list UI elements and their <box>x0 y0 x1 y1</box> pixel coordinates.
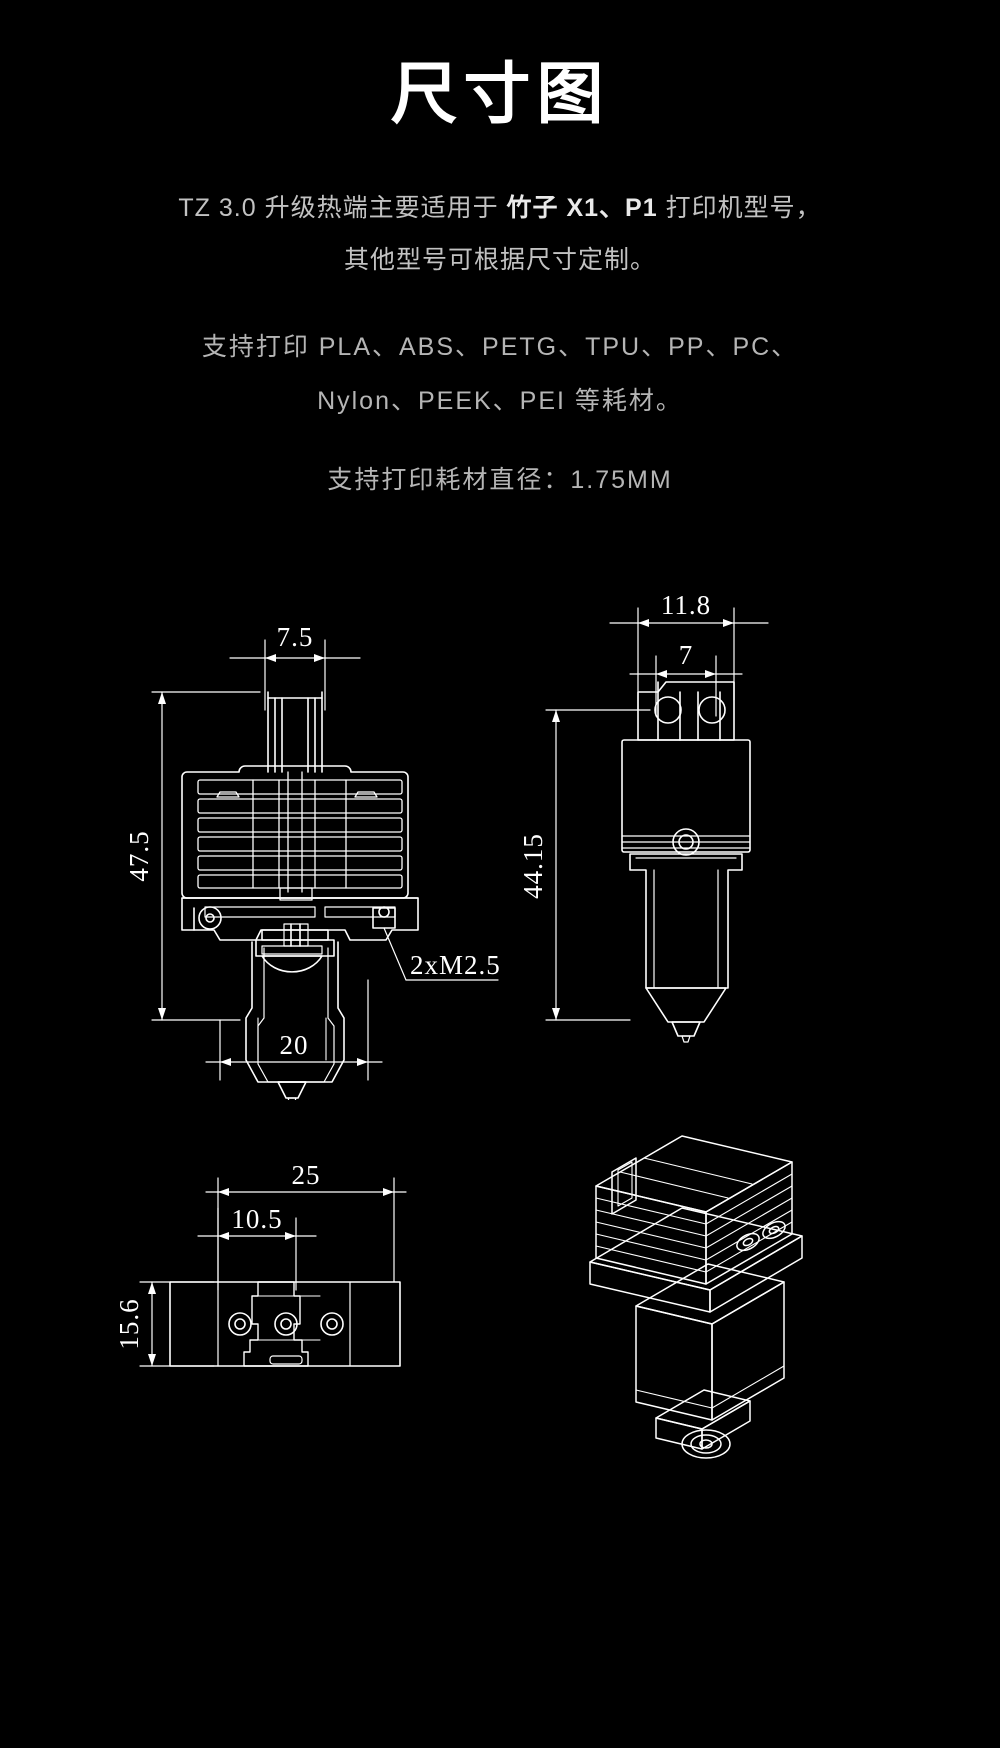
desc-line3: 支持打印 PLA、ABS、PETG、TPU、PP、PC、 <box>201 333 799 361</box>
desc-line1-pre: TZ 3.0 升级热端主要适用于 <box>178 194 507 222</box>
description-filament-diameter: 支持打印耗材直径：1.75MM <box>0 458 1000 502</box>
description-compatibility: TZ 3.0 升级热端主要适用于 竹子 X1、P1 打印机型号， 其他型号可根据… <box>0 182 1000 286</box>
desc-line2: 其他型号可根据尺寸定制。 <box>343 246 656 274</box>
dim-label-20: 20 <box>280 1030 309 1060</box>
drawing-bottom-view: 25 10.5 15.6 <box>110 1140 490 1440</box>
desc-line1-bold: 竹子 X1、P1 <box>506 194 658 222</box>
dim-label-44-15: 44.15 <box>520 833 548 899</box>
drawing-front-view: 7.5 47.5 20 2xM2.5 <box>110 580 510 1100</box>
desc-line5: 支持打印耗材直径：1.75MM <box>327 466 673 494</box>
dim-label-15-6: 15.6 <box>114 1298 144 1349</box>
dim-label-7: 7 <box>679 640 694 670</box>
dim-label-47-5: 47.5 <box>124 830 154 881</box>
desc-line1-post: 打印机型号， <box>657 194 822 222</box>
dim-label-11-8: 11.8 <box>661 590 711 620</box>
dim-label-25: 25 <box>292 1160 321 1190</box>
desc-line4: Nylon、PEEK、PEI 等耗材。 <box>317 387 683 415</box>
dim-label-10-5: 10.5 <box>231 1204 282 1234</box>
dim-label-7-5: 7.5 <box>277 622 314 652</box>
dim-label-2xm2-5: 2xM2.5 <box>410 950 501 980</box>
drawing-isometric-view <box>540 1100 880 1500</box>
description-materials: 支持打印 PLA、ABS、PETG、TPU、PP、PC、 Nylon、PEEK、… <box>0 320 1000 428</box>
page-title: 尺寸图 <box>390 57 610 132</box>
drawing-side-view: 11.8 7 44.15 <box>520 570 920 1090</box>
